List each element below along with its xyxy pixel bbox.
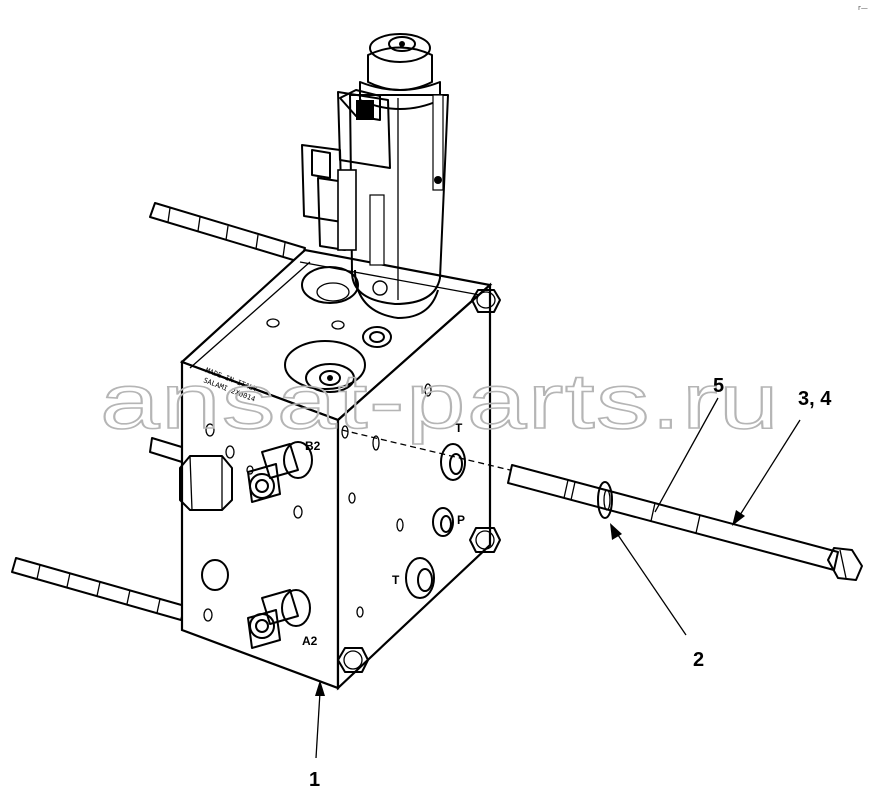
tie-rod-exploded [341, 429, 863, 581]
tie-rod-hex-head [827, 547, 863, 581]
fitting-b2 [247, 441, 313, 503]
front-port-middle [201, 559, 229, 591]
tie-rod-lower-left [11, 557, 186, 621]
port-label-right-low: T [392, 573, 400, 587]
callout-part-2: 2 [693, 649, 704, 671]
solenoid-coil [301, 33, 449, 319]
callout-part-3-4: 3, 4 [798, 388, 832, 410]
port-label-b2: B2 [305, 439, 321, 453]
corner-bolt-bottom [337, 647, 369, 673]
block-right-face [336, 282, 492, 691]
port-label-a2: A2 [302, 634, 318, 648]
callout-part-5: 5 [713, 375, 724, 397]
port-label-right-mid: P [457, 513, 465, 527]
corner-bolt-top-right [471, 289, 501, 313]
right-port-top [440, 443, 466, 481]
callout-part-1: 1 [309, 769, 320, 791]
leader-part-2 [610, 523, 687, 636]
corner-mark: r— [858, 4, 868, 12]
watermark: ansat-parts.ru [100, 357, 780, 445]
port-label-right-top: T [455, 421, 463, 435]
corner-bolt-mid-right [469, 527, 501, 553]
leader-part-5 [654, 397, 719, 513]
tie-rod-upper-left [149, 202, 306, 263]
washer [597, 481, 613, 519]
top-plug [362, 326, 392, 348]
right-port-lower [405, 557, 435, 599]
front-plug-hex [179, 455, 233, 511]
fitting-a2 [247, 589, 311, 649]
leader-part-1 [315, 680, 325, 759]
top-port-rear [301, 266, 359, 304]
leader-part-3-4 [732, 419, 801, 526]
valve-block: MADE IN ITALY SALAMI 2X0014 T P [179, 248, 493, 691]
top-port-front [284, 340, 366, 390]
right-port-middle [432, 507, 454, 537]
